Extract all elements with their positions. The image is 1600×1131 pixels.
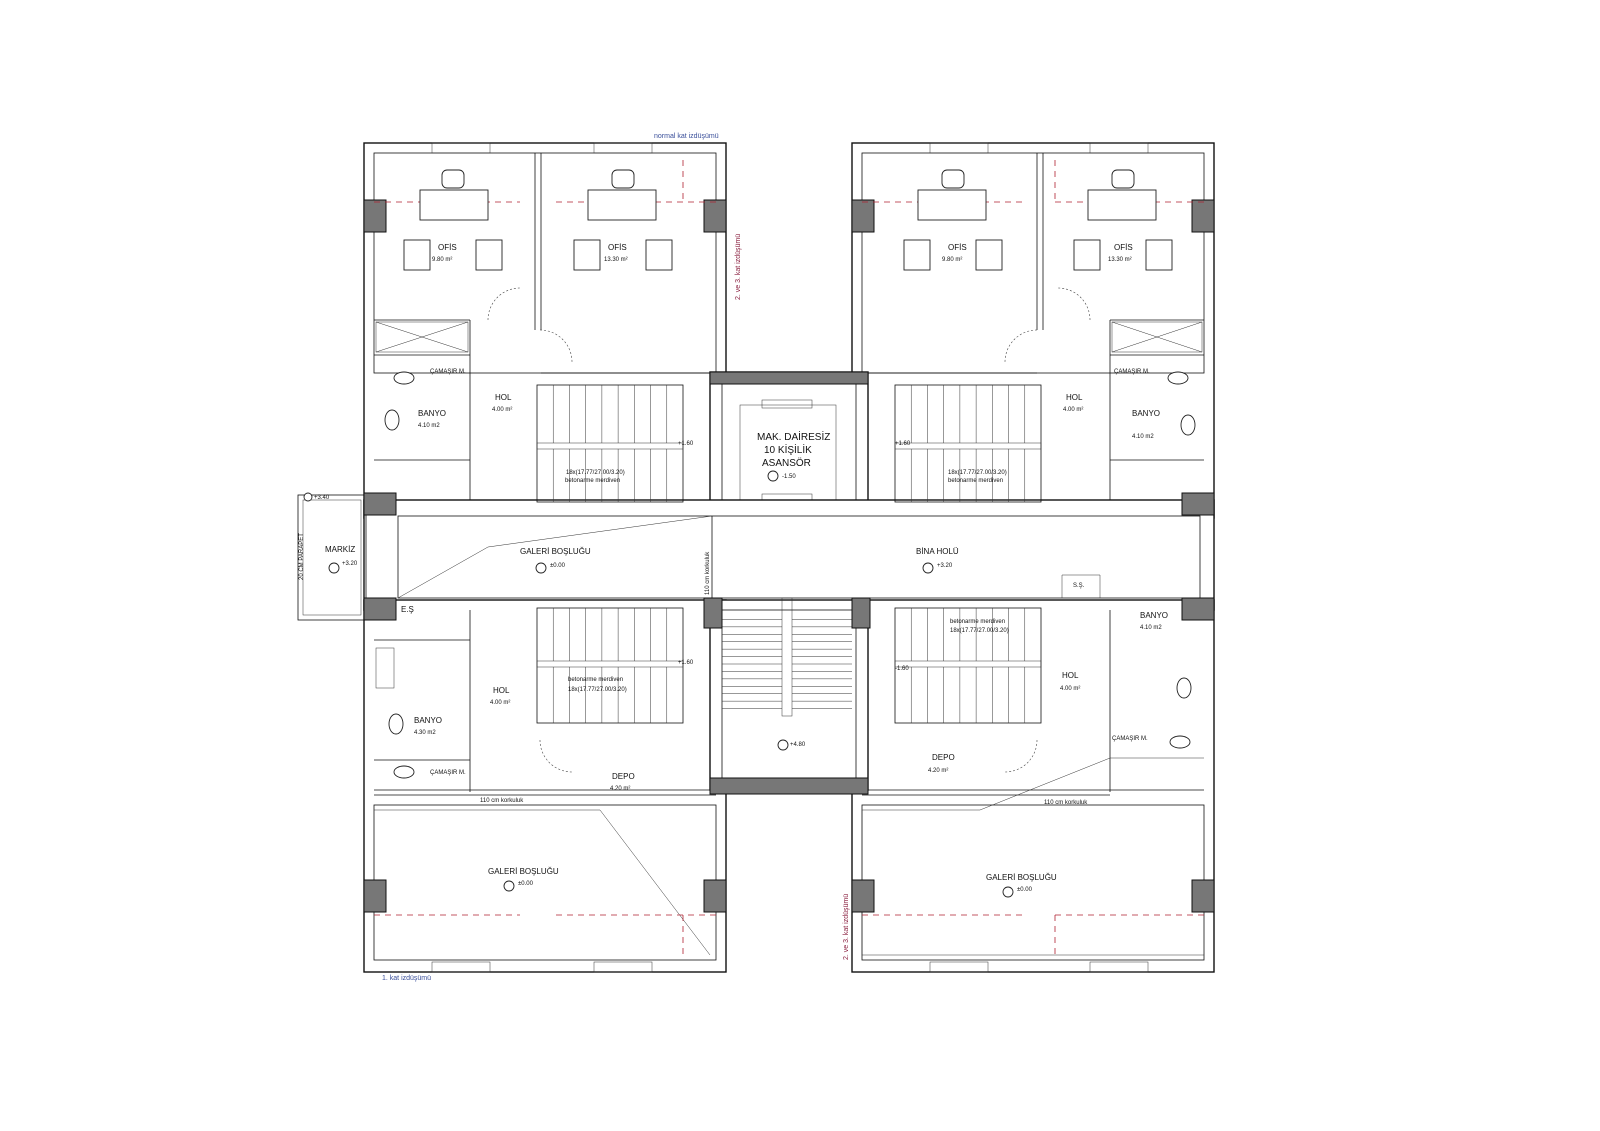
normal-projection-label: normal kat izdüşümü — [654, 133, 719, 140]
laundry-tl: ÇAMAŞIR M. — [430, 369, 466, 375]
office-tl-label: OFİS — [438, 243, 457, 252]
markiz-level: +3.20 — [342, 561, 358, 567]
columns — [363, 199, 1215, 913]
level-markers — [303, 470, 1014, 898]
stair-bl-note: betonarme merdiven — [568, 677, 623, 683]
office-furniture — [403, 169, 1173, 271]
banyo-br-area: 4.10 m2 — [1140, 625, 1162, 631]
stair-bl-calc: 18x(17.77/27.00/3.20) — [568, 687, 627, 693]
office-mr-area: 13.30 m² — [1108, 257, 1132, 263]
laundry-tr: ÇAMAŞIR M. — [1114, 369, 1150, 375]
canopy — [297, 494, 367, 621]
galeri-br-level: ±0.00 — [1017, 887, 1033, 893]
banyo-tr-label: BANYO — [1132, 409, 1160, 418]
central-stair — [709, 597, 869, 795]
office-tr-area: 13.30 m² — [604, 257, 628, 263]
stair-br-level: -1.60 — [895, 666, 909, 672]
ss-label: S.Ş. — [1073, 583, 1085, 589]
hol-tl-label: HOL — [495, 393, 512, 402]
elevator-line-2: 10 KİŞİLİK — [764, 443, 812, 456]
hol-bl-area: 4.00 m² — [490, 700, 510, 706]
banyo-tl-label: BANYO — [418, 409, 446, 418]
hol-br-label: HOL — [1062, 671, 1079, 680]
bina-holu-label: BİNA HOLÜ — [916, 547, 959, 556]
stair-bl — [536, 607, 684, 724]
stair-tl — [536, 384, 684, 503]
projection-lines — [374, 160, 1204, 955]
stair-tl-calc: 18x(17.77/27.00/3.20) — [566, 470, 625, 476]
markiz-top-level: +3.40 — [314, 495, 330, 501]
es-label: E.Ş — [401, 605, 414, 614]
office-tl-area: 9.80 m² — [432, 257, 452, 263]
hol-tl-area: 4.00 m² — [492, 407, 512, 413]
galeri-bl-level: ±0.00 — [518, 881, 534, 887]
depo-br-label: DEPO — [932, 753, 955, 762]
stair-tr-note: betonarme merdiven — [948, 478, 1003, 484]
korkuluk-bottom-left: 110 cm korkuluk — [480, 798, 524, 804]
windows — [431, 142, 1149, 973]
central-band — [363, 499, 1215, 611]
bina-holu-level: +3.20 — [937, 563, 953, 569]
stair-tr-calc: 18x(17.77/27.00/3.20) — [948, 470, 1007, 476]
depo-bl-area: 4.20 m² — [610, 786, 630, 792]
office-ml-label: OFİS — [948, 243, 967, 252]
stair-br-calc: 18x(17.77/27.00/3.20) — [950, 628, 1009, 634]
korkuluk-bottom-right: 110 cm korkuluk — [1044, 800, 1088, 806]
stair-tl-level: +1.60 — [678, 441, 694, 447]
office-tr-label: OFİS — [608, 243, 627, 252]
first-projection-label: 1. kat izdüşümü — [382, 975, 431, 982]
stair-tl-note: betonarme merdiven — [565, 478, 620, 484]
stair-br-note: betonarme merdiven — [950, 619, 1005, 625]
galeri-bl-label: GALERİ BOŞLUĞU — [488, 867, 559, 876]
hol-br-area: 4.00 m² — [1060, 686, 1080, 692]
elevator-line-1: MAK. DAİRESİZ — [757, 430, 830, 443]
banyo-br-label: BANYO — [1140, 611, 1168, 620]
block-bottom-left — [363, 599, 727, 973]
block-bottom-right — [851, 599, 1215, 973]
elevator-line-3: ASANSÖR — [762, 457, 811, 469]
stair-br — [894, 607, 1042, 724]
galeri-center-label: GALERİ BOŞLUĞU — [520, 547, 591, 556]
stair-center-level: +4.80 — [790, 742, 806, 748]
parapet-label: 20 CM PARAPET — [299, 533, 305, 580]
stair-tr — [894, 384, 1042, 503]
laundry-bl: ÇAMAŞIR M. — [430, 770, 466, 776]
laundry-br: ÇAMAŞIR M. — [1112, 736, 1148, 742]
banyo-tr-area: 4.10 m2 — [1132, 434, 1154, 440]
banyo-tl-area: 4.10 m2 — [418, 423, 440, 429]
depo-br-area: 4.20 m² — [928, 768, 948, 774]
elevator-level: -1.50 — [782, 474, 796, 480]
projection-23-top-label: 2. ve 3. kat izdüşümü — [735, 234, 742, 300]
stair-tr-level: +1.60 — [895, 441, 911, 447]
projection-23-bottom-label: 2. ve 3. kat izdüşümü — [843, 894, 850, 960]
bath-fixtures — [384, 371, 1196, 779]
galeri-center-level: ±0.00 — [550, 563, 566, 569]
office-mr-label: OFİS — [1114, 243, 1133, 252]
depo-bl-label: DEPO — [612, 772, 635, 781]
office-ml-area: 9.80 m² — [942, 257, 962, 263]
markiz-label: MARKİZ — [325, 545, 355, 554]
stair-bl-level: +1.60 — [678, 660, 694, 666]
galeri-br-label: GALERİ BOŞLUĞU — [986, 873, 1057, 882]
hol-tr-label: HOL — [1066, 393, 1083, 402]
korkuluk-vertical: 110 cm korkuluk — [705, 551, 711, 595]
hol-bl-label: HOL — [493, 686, 510, 695]
banyo-bl-area: 4.30 m2 — [414, 730, 436, 736]
banyo-bl-label: BANYO — [414, 716, 442, 725]
hol-tr-area: 4.00 m² — [1063, 407, 1083, 413]
